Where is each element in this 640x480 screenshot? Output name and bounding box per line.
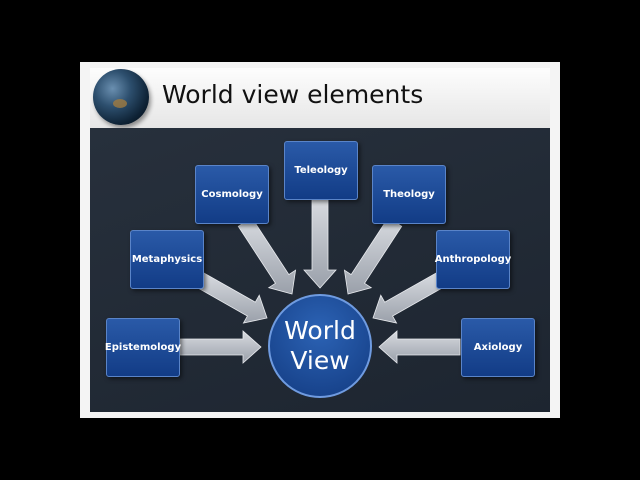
box-epistemology: Epistemology <box>105 318 181 377</box>
arrow-cosmology-to-world-view <box>237 217 297 295</box>
slide-title: World view elements <box>162 80 424 109</box>
arrow-epistemology-to-world-view <box>179 330 262 364</box>
box-teleology: Teleology <box>284 141 358 200</box>
arrow-teleology-to-world-view <box>303 198 337 289</box>
arrow-theology-to-world-view <box>343 217 403 295</box>
world-view-circle: World View <box>268 294 372 398</box>
title-bar <box>90 68 550 128</box>
arrow-axiology-to-world-view <box>378 330 461 364</box>
box-anthropology: Anthropology <box>435 230 511 289</box>
arrow-metaphysics-to-world-view <box>195 272 268 324</box>
box-cosmology: Cosmology <box>195 165 269 224</box>
box-metaphysics: Metaphysics <box>130 230 204 289</box>
globe-icon <box>93 69 149 125</box>
box-theology: Theology <box>372 165 446 224</box>
arrow-anthropology-to-world-view <box>372 272 445 324</box>
box-axiology: Axiology <box>461 318 535 377</box>
